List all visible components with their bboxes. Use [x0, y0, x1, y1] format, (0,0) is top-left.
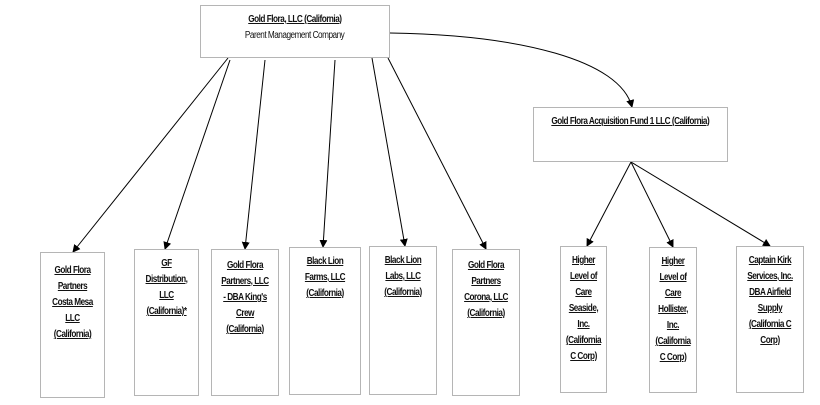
entity-box-hollister: Higher Level of Care Hollister, Inc. (Ca…: [649, 247, 697, 393]
acquisition-fund-name: Gold Flora Acquisition Fund 1 LLC (Calif…: [551, 116, 710, 127]
arrow-gf-distribution: [163, 59, 231, 250]
arrow-hollister: [630, 161, 674, 248]
parent-company-name: Gold Flora, LLC (California): [248, 14, 342, 25]
entity-box-black-lion-labs: Black Lion Labs, LLC (California): [369, 246, 437, 395]
entity-box-captain-kirk: Captain Kirk Services, Inc. DBA Airfield…: [736, 246, 804, 393]
entity-name: Gold Flora Partners, LLC - DBA King's Cr…: [221, 260, 269, 335]
entity-box-seaside: Higher Level of Care Seaside, Inc. (Cali…: [560, 246, 607, 393]
arrow-corona: [387, 57, 487, 250]
acquisition-fund-box: Gold Flora Acquisition Fund 1 LLC (Calif…: [533, 107, 728, 162]
parent-company-box: Gold Flora, LLC (California) Parent Mana…: [200, 5, 390, 58]
entity-box-costa-mesa: Gold Flora Partners Costa Mesa LLC (Cali…: [40, 252, 105, 398]
arrow-captain-kirk: [630, 161, 771, 247]
parent-company-subtitle: Parent Management Company: [245, 30, 345, 41]
arrow-fund: [389, 32, 635, 108]
arrow-costa-mesa: [72, 57, 229, 253]
entity-name: Black Lion Labs, LLC (California): [384, 255, 422, 298]
entity-name: GF Distribution, LLC (California)*: [145, 258, 188, 317]
entity-box-gf-distribution: GF Distribution, LLC (California)*: [134, 249, 199, 396]
arrow-black-lion-labs: [371, 57, 408, 247]
arrow-kings-crew: [241, 59, 266, 250]
entity-box-black-lion-farms: Black Lion Farms, LLC (California): [289, 247, 361, 395]
arrow-black-lion-farms: [319, 59, 336, 248]
entity-name: Gold Flora Partners Corona, LLC (Califor…: [464, 260, 508, 319]
entity-box-corona: Gold Flora Partners Corona, LLC (Califor…: [452, 249, 520, 396]
arrow-seaside: [586, 161, 632, 247]
entity-name: Gold Flora Partners Costa Mesa LLC (Cali…: [52, 265, 93, 340]
entity-name: Higher Level of Care Hollister, Inc. (Ca…: [655, 256, 691, 363]
entity-name: Black Lion Farms, LLC (California): [304, 256, 346, 299]
entity-name: Higher Level of Care Seaside, Inc. (Cali…: [565, 255, 602, 362]
entity-name: Captain Kirk Services, Inc. DBA Airfield…: [747, 255, 793, 346]
entity-box-kings-crew: Gold Flora Partners, LLC - DBA King's Cr…: [211, 249, 279, 396]
